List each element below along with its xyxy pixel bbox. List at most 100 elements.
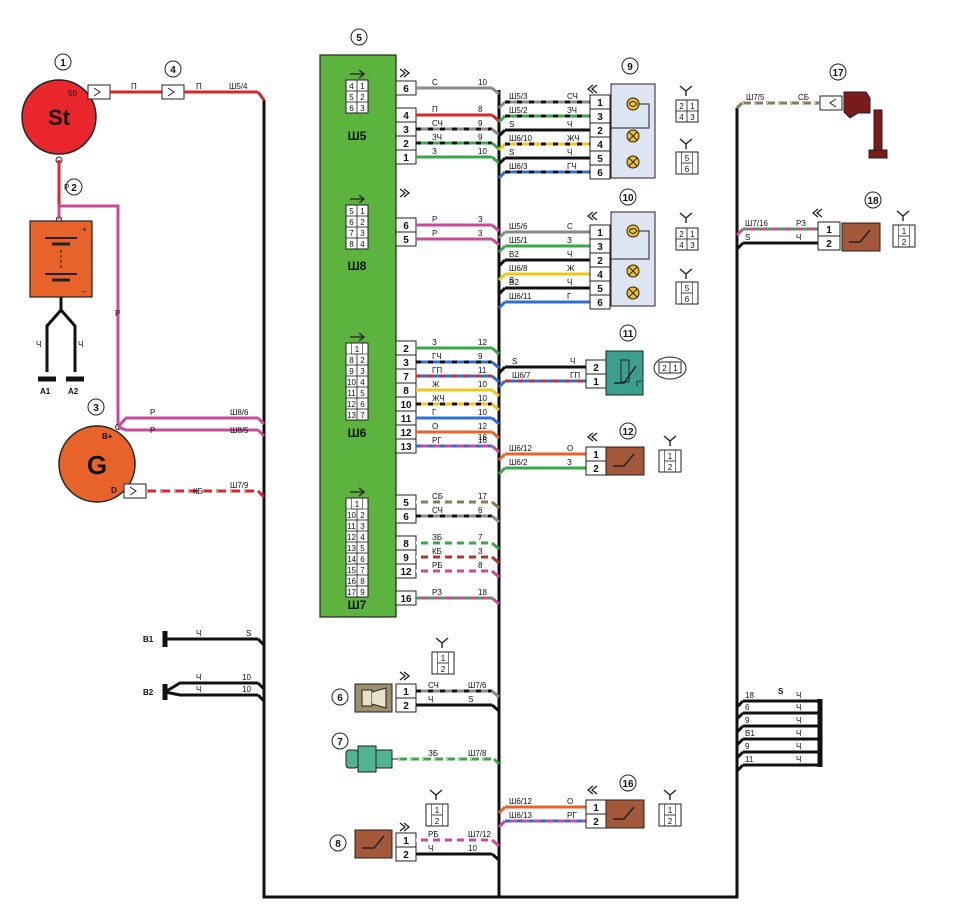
sh8-wire-5-bend [491,237,500,247]
component-18-number: 18 [867,196,879,207]
sh7-wire-6-dst: 6 [478,506,483,515]
battery-plus-label: + [82,225,87,234]
sh7-plug-icon-pin: 1 [355,500,360,509]
sh6-plug-icon-pin: 12 [347,400,356,409]
sh8-plug-icon-pin: 7 [349,229,354,238]
component-9-plug-b-pin: 5 [685,154,690,163]
ground-b1-wire-end: S [246,629,251,638]
sh8-plug-icon-pin: 2 [360,218,365,227]
ground-a1-label: A1 [40,387,51,396]
component-6-pin-1-label: 1 [403,687,409,698]
sh5-header-arrow [399,68,407,78]
component-16-arrow-b [586,785,594,795]
sh6-plug-icon-pin: 2 [360,356,365,365]
component-6-wire-2-bend [491,703,500,713]
sh7-pin-9-label: 9 [403,553,409,564]
sh7-wire-5-dst: 17 [478,492,487,501]
component-3-number: 3 [93,403,99,414]
sh7-plug-icon-pin: 15 [347,566,356,575]
generator-label: G [87,450,107,480]
sh7-plug-icon-cell [356,585,369,598]
component-9-row-2-color: Ч [567,120,572,129]
component-16-row-0-bend [497,805,507,815]
sh6-plug-icon-arrow [350,332,366,342]
component-9-plug-b-pin: 6 [685,165,690,174]
component-8-wire-1-color: РБ [428,830,439,839]
component-6-wire-1-bend [491,689,500,699]
component-9-row-1-color: ЗЧ [567,106,577,115]
component-11-row-0-src: S [512,357,517,366]
component-2-number: 2 [71,183,77,194]
sh5-wire-4-color: П [432,105,438,114]
sh6-wire-13-color: РГ [432,436,442,445]
sh6-plug-icon-cell [356,408,369,421]
sh5-plug-icon-cell [356,101,369,114]
sh6-pin-10-label: 10 [400,400,412,411]
component-11-number: 11 [623,329,634,340]
component-7: 7 ЗБ Ш7/8 [331,732,501,773]
ground-b1-wire-color: Ч [196,629,201,638]
sh6-wire-12-bend [491,430,500,440]
sh6-wire-11-bend [491,416,500,426]
component-12-arrow [590,432,598,442]
sh6-wire-13-dst: 16 [478,436,487,445]
component-8-plug: 12 [425,803,449,827]
sh5-plug-icon-pin: 5 [349,93,354,102]
splice-row-4-bend [735,750,745,760]
sh7-plug-icon-pin: 12 [347,533,356,542]
component-9-row-1-src: Ш5/2 [509,106,528,115]
component-16-plug-pin: 2 [668,817,673,826]
component-18-plug-cell [898,235,910,248]
generator-bplus-label: B+ [102,432,113,441]
component-9-arrow [590,84,598,94]
component-6-wire-1-color: СЧ [428,681,439,690]
component-10-row-0-src: Ш5/6 [509,222,528,231]
component-18-row-0-src: Ш7/16 [745,219,768,228]
sh7-wire-16-dst: 18 [478,588,487,597]
component-18-row-0-bend [735,227,745,237]
sh8-wire-6-dst: 3 [478,215,483,224]
sh7-plug-icon-pin: 10 [347,511,356,520]
component-10-pin-5-label: 5 [597,284,603,295]
component-16-plug-pin: 1 [668,806,673,815]
component-10-arrow-b [586,211,594,221]
sh6-wire-8-bend [491,388,500,398]
block-sh6-label: Ш6 [348,426,367,440]
component-9-row-5-color: ГЧ [567,162,577,171]
sh7-wire-12-dst: 8 [478,561,483,570]
component-2-marker: 2 [65,178,83,196]
component-9-plug-a-pin: 3 [690,113,695,122]
component-9-plug-a-pin: 2 [679,102,684,111]
battery-generator-wire: Р [57,204,120,426]
component-10-row-5-color: Г [567,292,572,301]
component-10-pin-2-label: 2 [597,256,603,267]
component-11-row-1-src: Ш6/7 [512,371,531,380]
sh8-pin-5-label: 5 [403,235,409,246]
battery-starter-wire-label: Р [64,183,69,192]
component-12-plug: 12 [658,449,682,473]
sh7-wire-6-color: СЧ [432,506,443,515]
component-11-plug-cell [669,361,682,374]
component-9-pin-2-label: 2 [597,126,603,137]
component-7-wire-color: ЗБ [428,749,438,758]
component-10-row-4-color: Ч [567,278,572,287]
component-6-wire-2-color: Ч [428,695,433,704]
component-10-pin-4-label: 4 [597,270,603,281]
component-18: 18 [841,191,882,252]
sh7-pin-12-label: 12 [400,567,412,578]
sh5-plug-icon-pin: 3 [360,104,365,113]
component-9-row-4-color: Ч [567,148,572,157]
component-10-plug-a-pin: 1 [690,230,695,239]
sh7-plug-icon-pin: 4 [360,533,365,542]
component-10-plug-b: 56 [675,281,699,305]
component-12-plug-cell [664,460,676,473]
sh5-wire-4-bend [491,113,500,123]
component-10-fork-icon [679,212,693,219]
component-10-row-3-color: Ж [567,264,575,273]
component-16-switch [613,806,635,820]
sh7-wire-16-color: РЗ [432,588,442,597]
sh6-pin-8-label: 8 [403,386,409,397]
